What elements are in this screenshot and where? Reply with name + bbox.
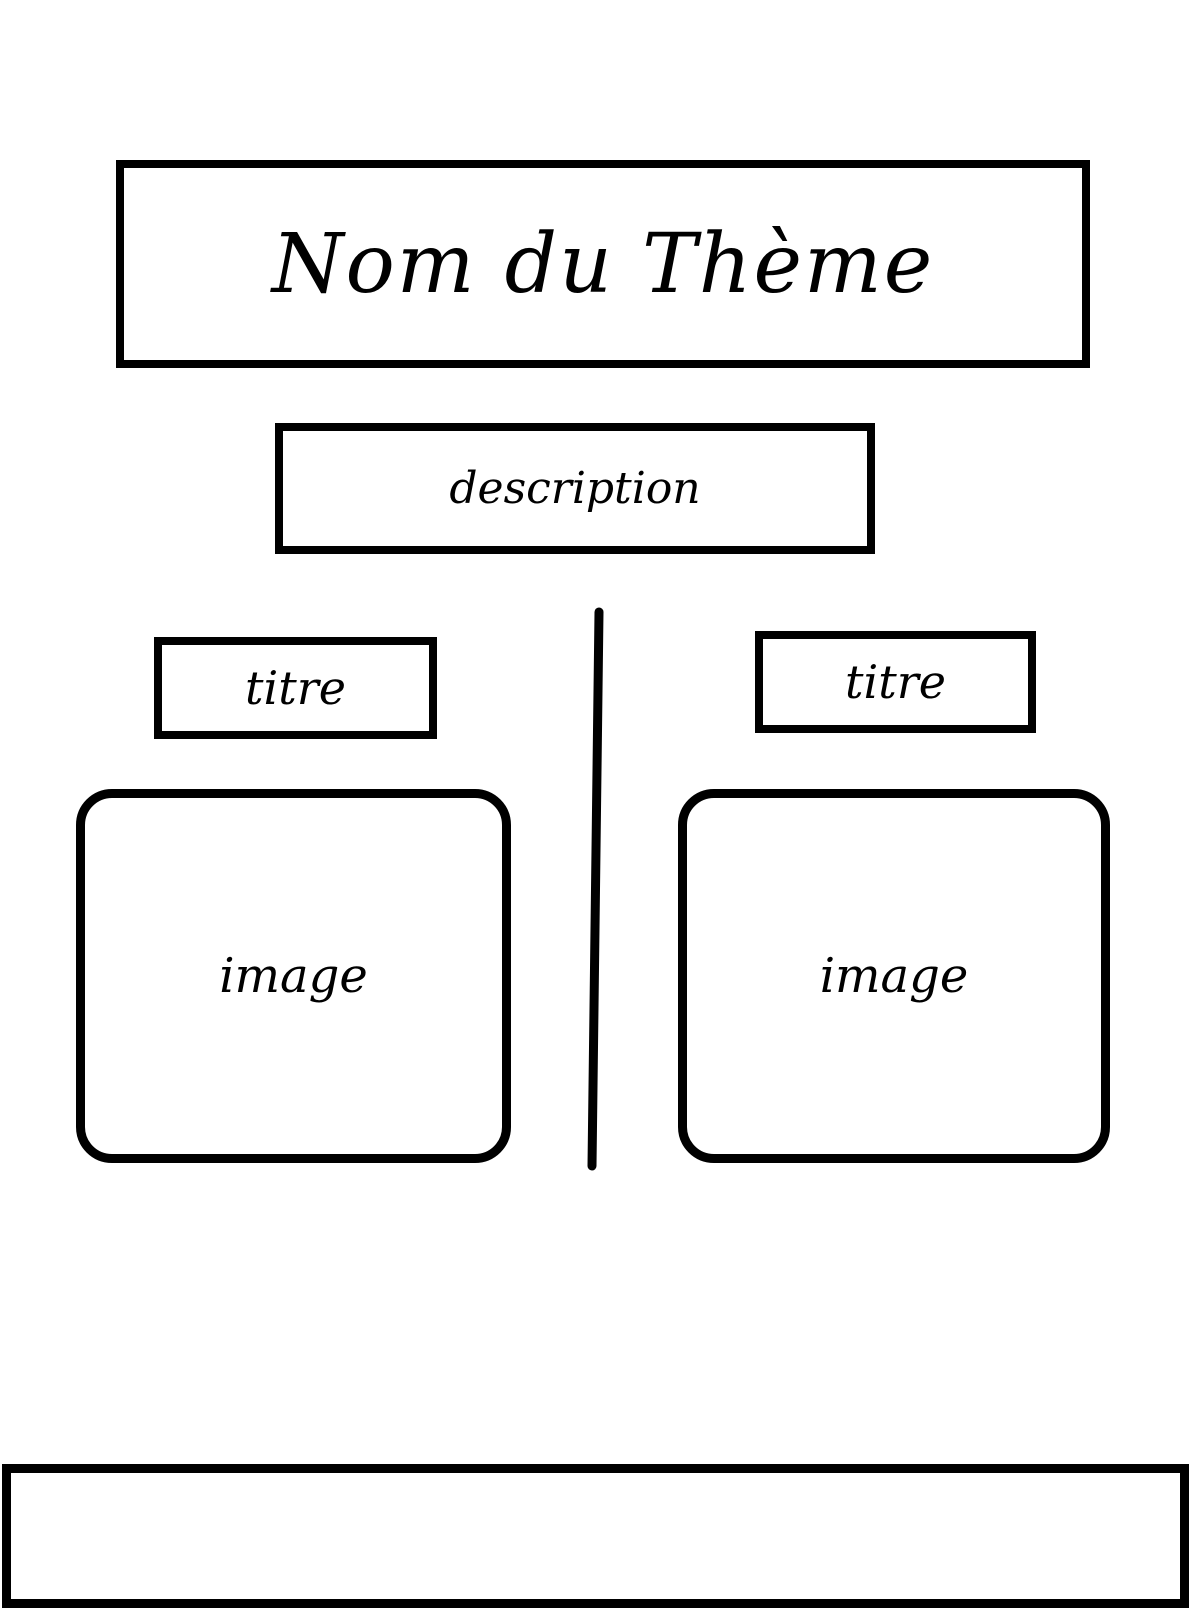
footer-bar xyxy=(2,1464,1189,1608)
right-image-label: image xyxy=(819,948,969,1004)
description-box: description xyxy=(275,423,875,554)
left-image-label: image xyxy=(219,948,368,1004)
right-title-label: titre xyxy=(845,655,946,709)
right-image-placeholder: image xyxy=(678,789,1110,1163)
theme-name-label: Nom du Thème xyxy=(271,216,935,312)
description-label: description xyxy=(449,463,701,514)
left-title-box: titre xyxy=(154,637,437,739)
theme-name-box: Nom du Thème xyxy=(116,160,1090,368)
left-title-label: titre xyxy=(245,661,346,715)
column-divider-line xyxy=(587,607,604,1171)
right-title-box: titre xyxy=(755,631,1036,733)
left-image-placeholder: image xyxy=(76,789,511,1163)
